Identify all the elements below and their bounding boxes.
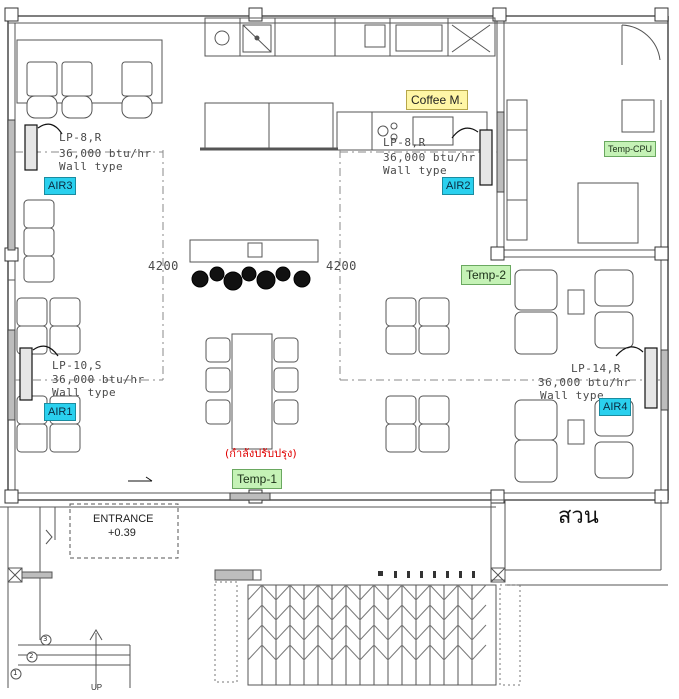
- stair-up-label: UP: [91, 683, 103, 692]
- temp2-sensor[interactable]: Temp-2: [461, 265, 512, 285]
- entrance-area: [0, 499, 668, 688]
- outdoor-steps: [247, 584, 497, 686]
- air4-type: Wall type: [540, 389, 605, 402]
- air4-model: LP-14,R: [571, 362, 621, 375]
- air2-capacity: 36,000 btu/hr: [383, 151, 476, 164]
- air3-type: Wall type: [59, 160, 124, 173]
- air1-type: Wall type: [52, 386, 117, 399]
- air-unit-shapes: [19, 124, 658, 409]
- air1-tag[interactable]: AIR1: [44, 403, 77, 421]
- garden-label: สวน: [558, 504, 599, 529]
- renovation-note: (กำลังปรับปรุง): [225, 447, 297, 460]
- air2-type: Wall type: [383, 164, 448, 177]
- bollard-row: [378, 571, 475, 578]
- wall-hatch: [7, 111, 669, 501]
- air2-tag[interactable]: AIR2: [442, 177, 475, 195]
- air3-model: LP-8,R: [59, 131, 102, 144]
- mid-right-chairs: [385, 297, 450, 453]
- entry-arrow: [128, 476, 153, 482]
- kitchen-counter: [204, 17, 496, 57]
- temp-cpu-sensor[interactable]: Temp-CPU: [604, 141, 657, 157]
- planter-display: [189, 239, 319, 291]
- coffee-machine-label[interactable]: Coffee M.: [406, 90, 468, 110]
- center-table: [205, 333, 299, 450]
- air4-capacity: 36,000 btu/hr: [538, 376, 631, 389]
- planter-dots: [214, 581, 521, 686]
- stair-number-1: 1: [13, 669, 18, 677]
- grid-lines: [15, 150, 661, 381]
- dimension-right: 4200: [326, 259, 357, 273]
- entrance-level: +0.39: [108, 527, 136, 539]
- air3-tag[interactable]: AIR3: [44, 177, 77, 195]
- stair-number-2: 2: [29, 652, 34, 660]
- temp1-sensor[interactable]: Temp-1: [232, 469, 283, 489]
- air2-model: LP-8,R: [383, 136, 426, 149]
- right-lounge: [514, 269, 634, 483]
- dimension-left: 4200: [148, 259, 179, 273]
- air-flow-arrows: [32, 123, 644, 357]
- air1-model: LP-10,S: [52, 359, 102, 372]
- air4-tag[interactable]: AIR4: [599, 398, 632, 416]
- service-counter: [200, 102, 488, 151]
- stair-markers: [10, 634, 52, 680]
- stair-number-3: 3: [43, 635, 48, 643]
- entrance-label: ENTRANCE: [93, 513, 154, 525]
- cpu-room: [506, 24, 661, 244]
- air3-capacity: 36,000 btu/hr: [59, 147, 152, 160]
- air1-capacity: 36,000 btu/hr: [52, 373, 145, 386]
